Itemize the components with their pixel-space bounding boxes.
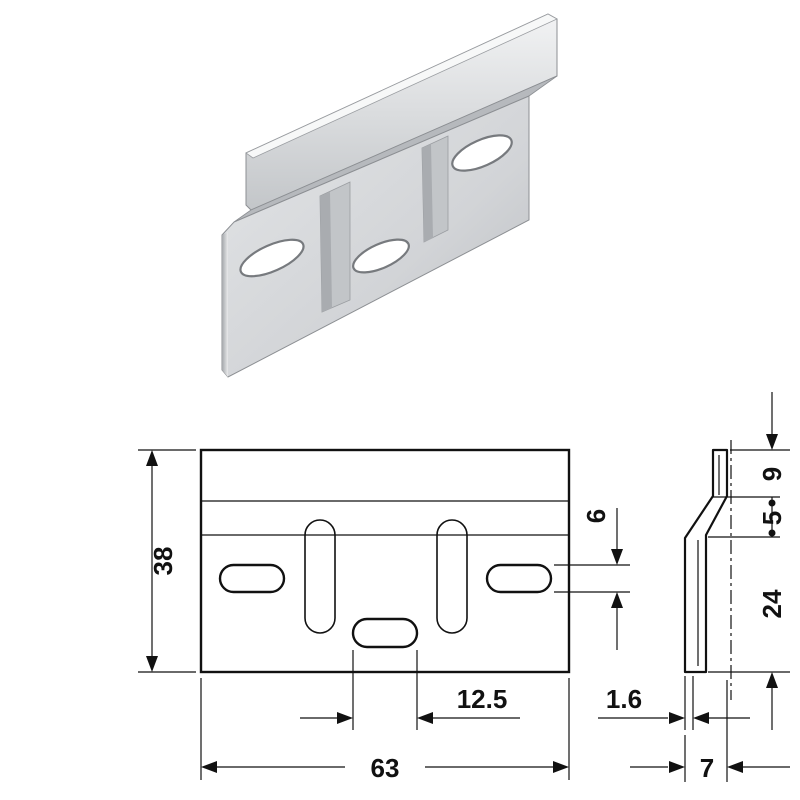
front-view-outline	[199, 448, 571, 674]
dimension-1-6: 1.6	[598, 676, 750, 730]
side-profile	[683, 448, 729, 674]
dimension-6: 6	[554, 508, 630, 650]
bracket-rib-right-shadow	[422, 144, 433, 242]
bracket-3d-view	[221, 13, 558, 378]
front-slot-right	[485, 563, 553, 594]
dim-label-6: 6	[581, 509, 611, 523]
bracket-slot-right	[451, 134, 513, 172]
front-slot-bottom	[351, 617, 419, 649]
dimension-vertical-stack: 9 5 24	[757, 392, 787, 730]
front-view	[199, 448, 571, 674]
dim-label-5: 5	[757, 511, 787, 525]
front-rib-left	[304, 519, 336, 634]
dim-label-9: 9	[757, 467, 787, 481]
dimension-38: 38	[138, 449, 196, 673]
dimension-12-5: 12.5	[300, 650, 520, 730]
front-slot-left	[218, 563, 286, 594]
bracket-edge	[222, 232, 228, 377]
dim-label-7: 7	[700, 753, 714, 783]
bracket-rib-left-shadow	[320, 192, 332, 312]
front-rib-right	[436, 519, 468, 634]
dim-label-24: 24	[757, 589, 787, 618]
dim-label-1-6: 1.6	[606, 684, 642, 714]
dimension-7: 7	[630, 680, 790, 783]
bracket-top-flange-edge	[245, 13, 558, 159]
dim-label-63: 63	[371, 753, 400, 783]
bracket-slot-left	[239, 238, 305, 278]
dimension-63: 63	[200, 678, 570, 783]
bracket-slot-center	[352, 238, 410, 274]
side-view	[683, 440, 790, 700]
dim-label-12-5: 12.5	[457, 684, 508, 714]
dim-label-38: 38	[148, 547, 178, 576]
